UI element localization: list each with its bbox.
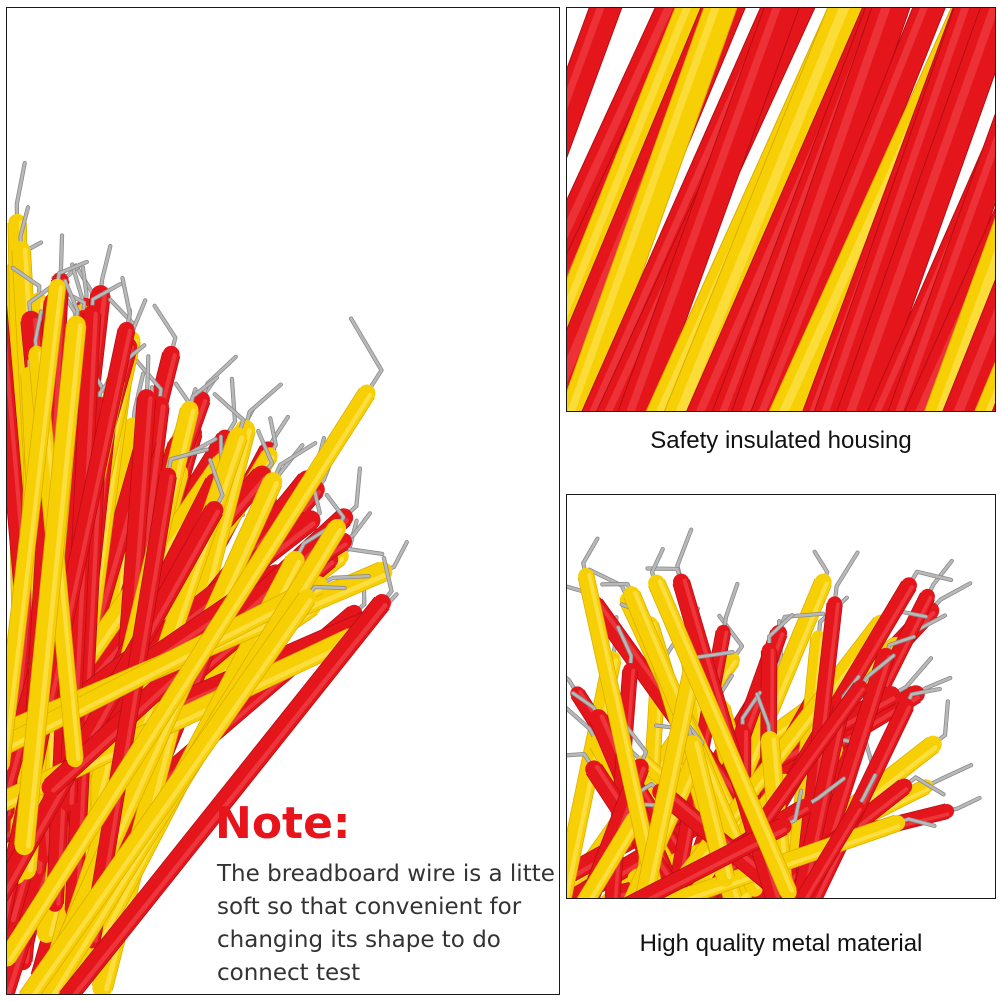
- top-right-product-panel: [566, 7, 996, 412]
- caption-metal-material: High quality metal material: [639, 930, 923, 957]
- caption-safety-insulated: Safety insulated housing: [650, 427, 912, 454]
- note-title: Note:: [215, 798, 351, 849]
- wire-tips-image: [567, 527, 982, 898]
- left-product-panel: Note: The breadboard wire is a litte sof…: [6, 7, 560, 995]
- bottom-right-product-panel: [566, 494, 996, 899]
- note-body: The breadboard wire is a litte soft so t…: [217, 861, 555, 986]
- wire-closeup-image: [567, 8, 995, 411]
- wire-bundle-image: [7, 161, 409, 994]
